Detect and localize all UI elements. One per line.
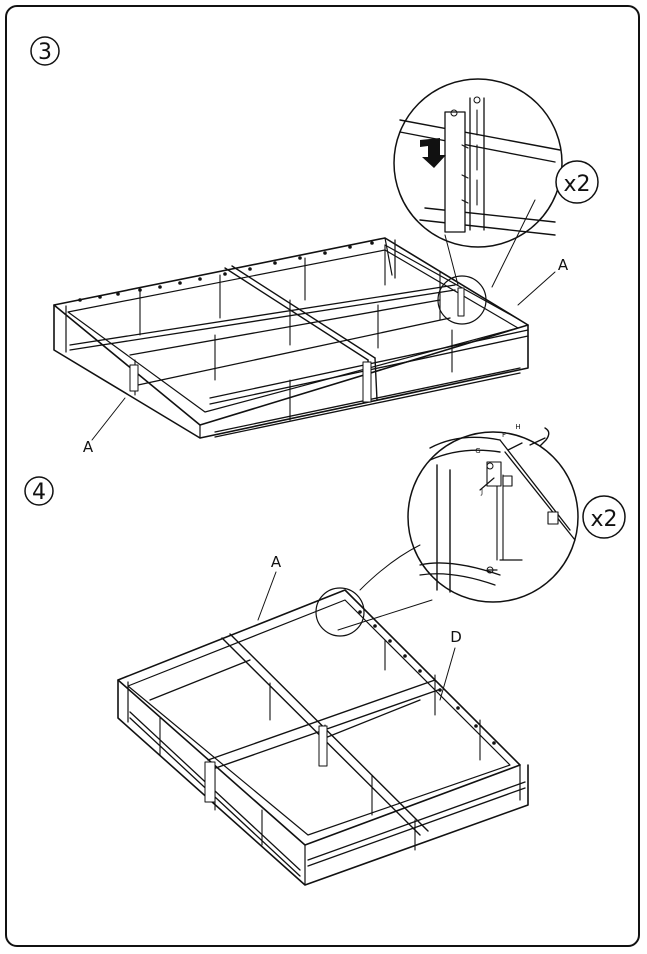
step-3-detail-marker (437, 275, 487, 325)
step-4-detail-view: F H G J (407, 423, 579, 603)
step-3-number: 3 (38, 40, 52, 65)
part-label-g: G (475, 447, 480, 455)
step-4-callout-d: D (450, 628, 462, 646)
step-4-detail-marker (315, 587, 365, 637)
step-4-multiplier-badge (582, 495, 626, 539)
step-4: 4 F H G J x2 (24, 423, 626, 886)
step-3-multiplier: x2 (563, 172, 590, 197)
part-label-j: J (480, 488, 483, 496)
arrow-down-icon (420, 138, 446, 168)
step-3-multiplier-badge (555, 160, 599, 204)
step-3: 3 x2 (30, 36, 599, 456)
part-label-h: H (515, 423, 520, 431)
step-3-callout-a-left: A (83, 438, 94, 456)
step-4-bed-frame (117, 589, 529, 886)
step-3-detail-view (393, 78, 563, 248)
step-4-callout-a: A (271, 553, 282, 571)
bolt-dots (78, 241, 374, 302)
step-3-bed-frame (53, 237, 529, 439)
step-4-multiplier: x2 (590, 507, 617, 532)
step-4-number: 4 (32, 480, 46, 505)
step-3-callout-a-right: A (558, 256, 569, 274)
step-3-badge (30, 36, 60, 66)
part-label-f: F (502, 431, 506, 439)
page-frame (5, 5, 640, 947)
step-4-badge (24, 476, 54, 506)
bolt-dots-step-4 (358, 610, 496, 745)
